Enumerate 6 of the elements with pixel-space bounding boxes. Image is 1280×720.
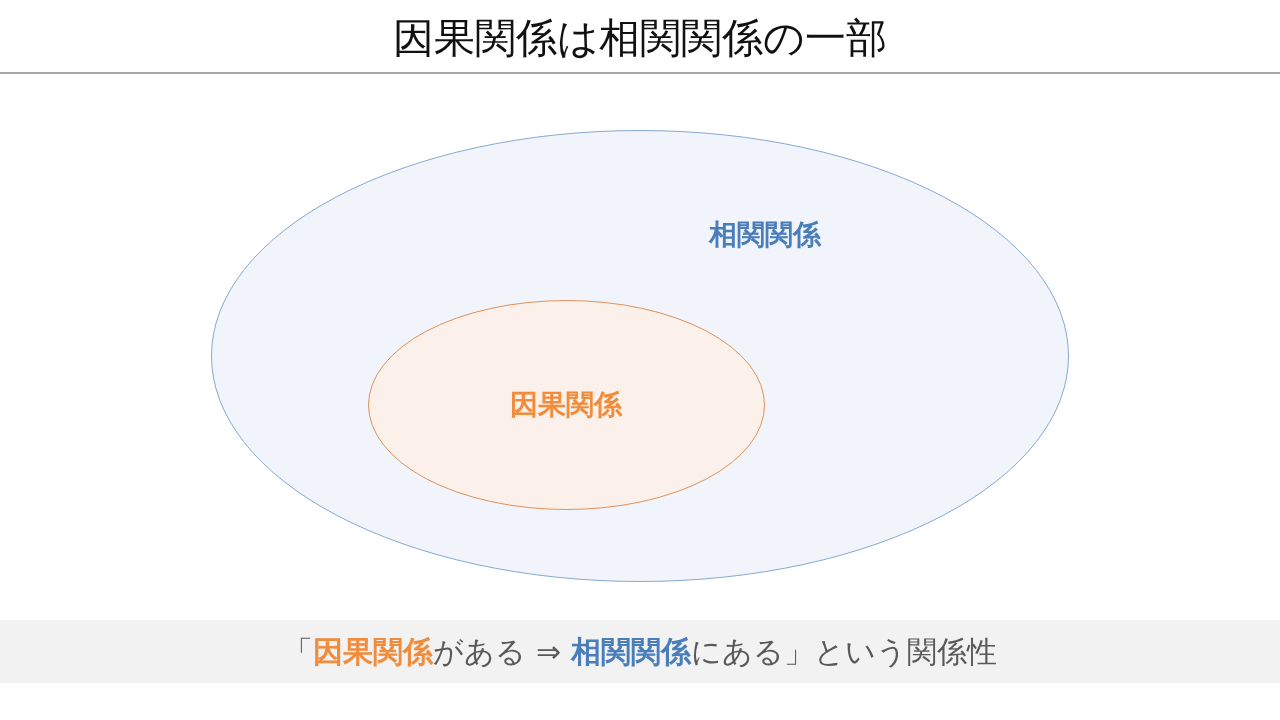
statement-text: 「因果関係がある ⇒ 相関関係にある」という関係性 xyxy=(283,632,997,671)
title: 因果関係は相関関係の一部 xyxy=(392,13,888,64)
large-ellipse xyxy=(211,130,1069,582)
small-ellipse xyxy=(368,300,765,510)
ellipse-label: 因果関係 xyxy=(510,387,622,423)
ellipse-label: 相関関係 xyxy=(709,217,821,253)
